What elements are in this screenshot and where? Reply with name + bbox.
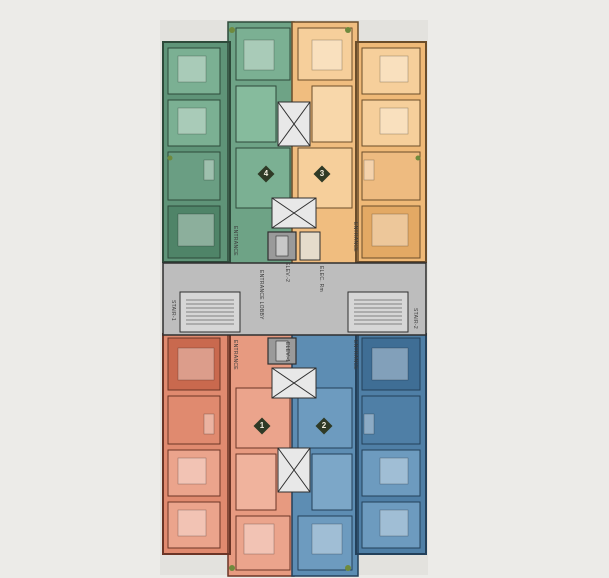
unit-1-area xyxy=(162,333,295,577)
furniture xyxy=(177,39,409,555)
lobby-label: ENTRANCE LOBBY xyxy=(258,270,264,320)
shaft-boxes xyxy=(271,101,317,493)
elevator-bottom xyxy=(267,337,297,365)
unit-2-area xyxy=(291,333,427,577)
entrance-label-unit-4: ENTRANCE xyxy=(232,226,238,256)
unit-1-badge: 1 xyxy=(253,417,271,435)
entrance-label-unit-2: ENTRANCE xyxy=(352,340,358,370)
unit-4-area xyxy=(162,21,295,265)
elevator-bottom-label: ELEV.-1 xyxy=(284,342,290,363)
plants xyxy=(167,27,421,571)
entrance-label-unit-3: ENTRANCE xyxy=(352,222,358,252)
elevator-top-label: ELEV.-2 xyxy=(284,262,290,283)
unit-4-badge: 4 xyxy=(257,165,275,183)
unit-2-badge: 2 xyxy=(315,417,333,435)
stair-right-label: STAIR-2 xyxy=(412,308,418,329)
unit-3-badge: 3 xyxy=(313,165,331,183)
entrance-lobby xyxy=(162,262,427,336)
elec-room-label: ELEC. Rm xyxy=(318,266,324,293)
entrance-label-unit-1: ENTRANCE xyxy=(232,340,238,370)
stair-left-label: STAIR-1 xyxy=(170,300,176,321)
elevator-top xyxy=(267,231,321,261)
unit-3-area xyxy=(291,21,427,265)
